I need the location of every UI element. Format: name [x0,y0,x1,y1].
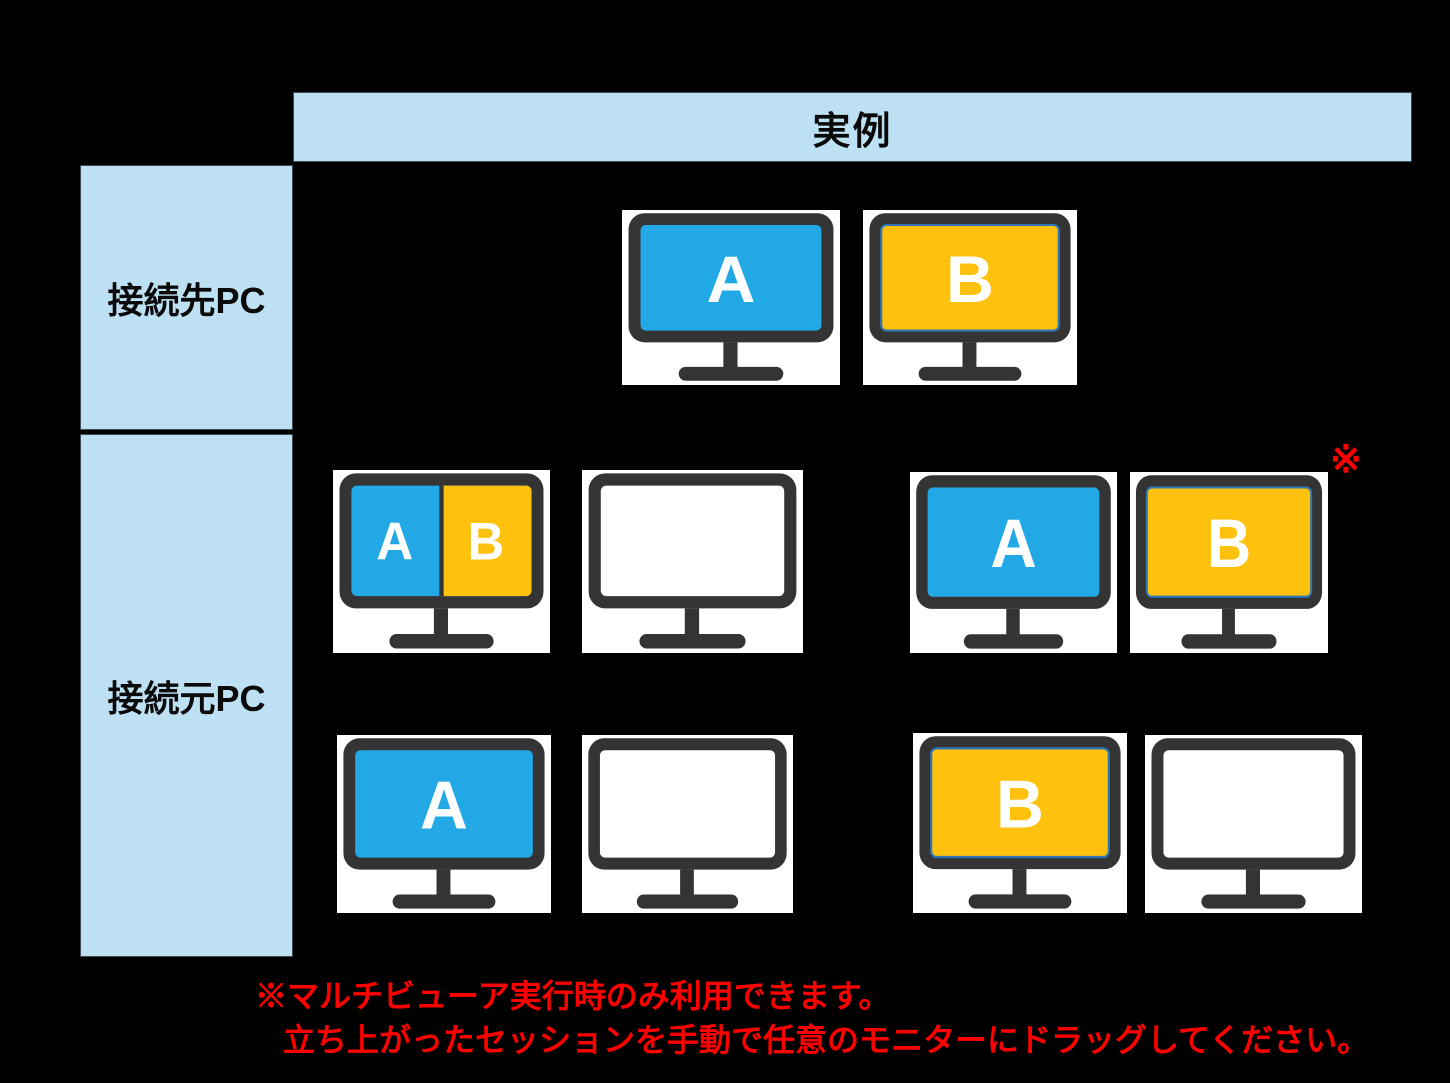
footnote-line-2: 立ち上がったセッションを手動で任意のモニターにドラッグしてください。 [283,1022,1370,1058]
screen-label-b: B [946,243,994,317]
monitor-icon: A [916,475,1111,649]
monitor-icon [588,738,787,909]
screen-label-a: A [707,242,756,316]
screen-label-a: A [990,506,1036,582]
dest-monitor-b-card: B [863,210,1077,385]
source-empty-monitor-card [582,470,803,653]
source-monitor-a-card: A [910,472,1117,653]
monitor-icon [588,473,797,649]
source-split-ab-monitor-card: A B [333,470,550,653]
source-pc-label: 接続元PC [107,677,266,719]
table-header-example: 実例 [293,92,1412,162]
monitor-icon [1151,738,1356,909]
row-label-source-pc: 接続元PC [80,434,293,957]
source-empty-monitor-card [1145,735,1362,913]
source-monitor-a-only-card: A [337,735,551,913]
dest-monitor-a-card: A [622,210,840,385]
asterisk-note-marker: ※ [1330,439,1362,481]
source-empty-monitor-card [582,735,793,913]
monitor-icon: A [628,213,834,381]
monitor-icon: B [869,213,1071,381]
screen-label-b: B [996,767,1044,843]
split-screen-label-a: A [376,512,413,571]
monitor-icon: B [919,736,1121,909]
footnote: ※マルチビューア実行時のみ利用できます。 立ち上がったセッションを手動で任意のモ… [255,974,1369,1062]
screen-label-b: B [1207,505,1251,582]
destination-pc-label: 接続先PC [107,279,266,321]
source-monitor-b-only-card: B [913,733,1127,913]
split-screen-label-b: B [468,512,505,571]
monitor-icon: A [343,738,545,909]
source-monitor-b-card: B [1130,472,1328,653]
monitor-icon: A B [339,473,544,649]
header-title: 実例 [812,110,893,153]
screen-label-a: A [420,769,468,844]
monitor-icon: B [1135,475,1323,649]
footnote-line-1: ※マルチビューア実行時のみ利用できます。 [255,978,891,1014]
row-label-destination-pc: 接続先PC [80,165,293,430]
